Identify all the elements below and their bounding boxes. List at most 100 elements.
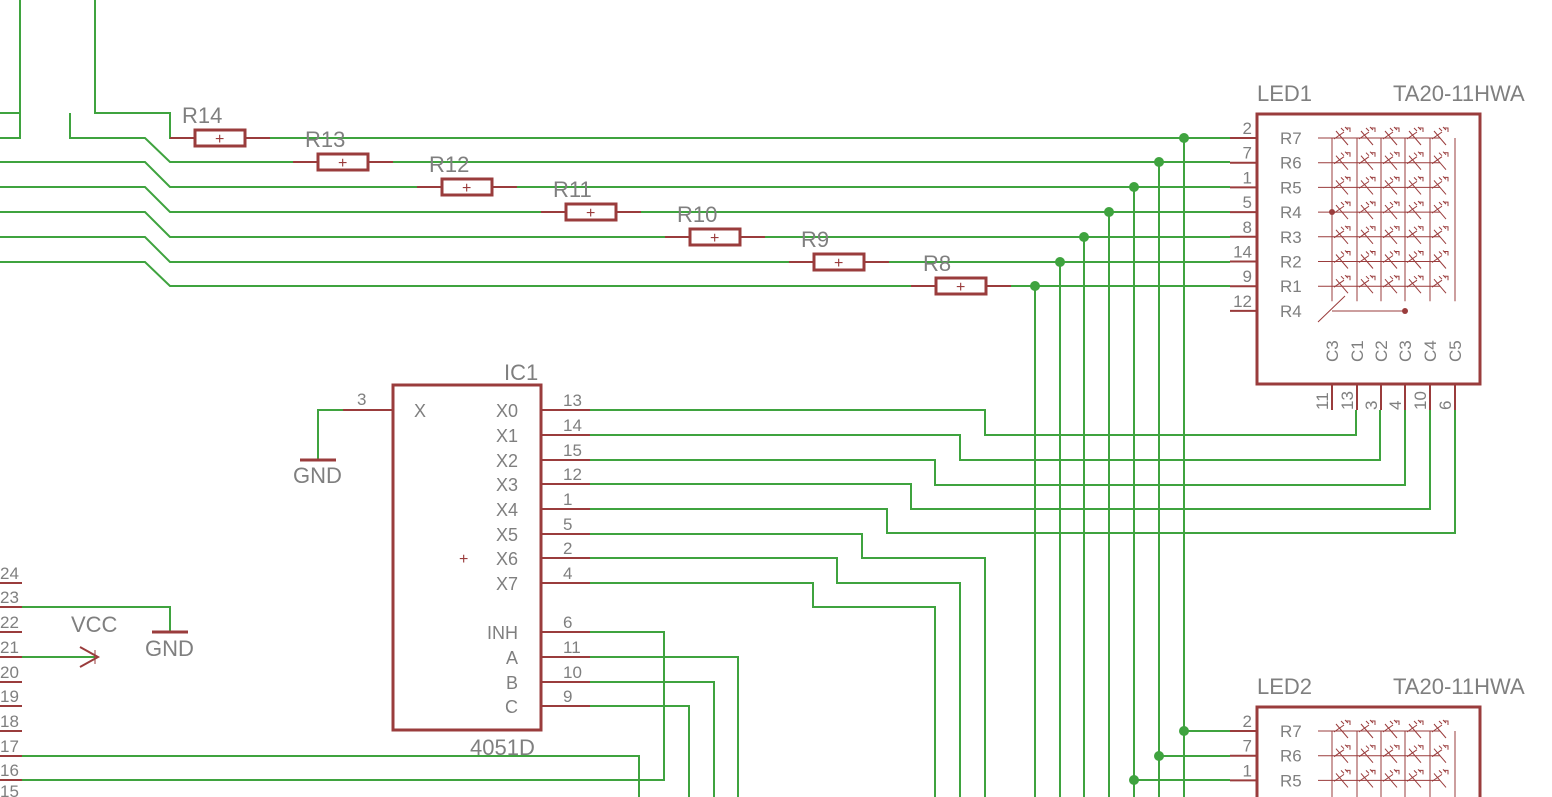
led1-col-4[interactable]: C34 <box>1386 340 1415 410</box>
ic1-pin-b[interactable]: B10 <box>506 663 590 693</box>
led2-row-pin-2[interactable]: 7R6 <box>1230 737 1302 766</box>
resistor-r9[interactable]: + R9 <box>789 227 889 272</box>
led1-matrix[interactable]: LED1 TA20-11HWA 2R77R61R55R48R314R29R112… <box>1230 81 1525 410</box>
connector-pin-24: 24 <box>0 564 22 584</box>
ic1-pin-number: 11 <box>563 638 581 657</box>
connector-pin-18: 18 <box>0 712 22 732</box>
connector-pin-22: 22 <box>0 613 22 633</box>
ic1-pin-label: X6 <box>496 549 518 569</box>
connector-pin-17: 17 <box>0 737 22 757</box>
resistor-origin-cross: + <box>338 155 347 172</box>
led1-col-6[interactable]: C56 <box>1436 340 1465 410</box>
resistors: +R14 + R13 + R12 +R11 + R10 + R9 +R8 <box>170 103 1011 296</box>
resistor-origin-cross: + <box>462 180 471 197</box>
led2-row-pin-3[interactable]: 1R5 <box>1230 761 1302 790</box>
led-row-label: R2 <box>1280 253 1302 272</box>
led-row-label: R5 <box>1280 771 1302 790</box>
led1-row-pin-2[interactable]: 7R6 <box>1230 144 1302 173</box>
wire-r10-in <box>0 211 690 238</box>
led2-value: TA20-11HWA <box>1393 674 1525 699</box>
led-row-label: R7 <box>1280 129 1302 148</box>
resistor-name: R13 <box>305 127 345 152</box>
led1-row-pin-3[interactable]: 1R5 <box>1230 168 1302 197</box>
ic1-pin-label: X3 <box>496 475 518 495</box>
ic1-pin-c[interactable]: C9 <box>505 687 590 717</box>
connector-pin-number: 21 <box>0 638 19 657</box>
ic1-pin-number: 9 <box>563 687 572 706</box>
connector-pin-number: 18 <box>0 712 19 731</box>
resistor-r14[interactable]: +R14 <box>170 103 270 148</box>
resistor-name: R8 <box>923 251 951 276</box>
led1-row-pin-5[interactable]: 8R3 <box>1230 218 1302 247</box>
led-pin-number: 1 <box>1243 761 1252 780</box>
resistor-r8[interactable]: +R8 <box>911 251 1011 296</box>
led-row-label: R6 <box>1280 154 1302 173</box>
led-pin-number: 2 <box>1243 712 1252 731</box>
resistor-name: R10 <box>677 202 717 227</box>
led1-col-3[interactable]: C23 <box>1362 340 1391 410</box>
led1-row-pin-7[interactable]: 9R1 <box>1230 267 1302 296</box>
resistor-origin-cross: + <box>834 255 843 272</box>
wire-x7 <box>590 582 936 797</box>
ic1-pin-number: 1 <box>563 490 572 509</box>
connector-pin-19: 19 <box>0 687 22 707</box>
ic1-pin-x6[interactable]: X6 2 <box>496 539 590 569</box>
led-pin-number: 9 <box>1243 267 1252 286</box>
led-row-label: R3 <box>1280 228 1302 247</box>
led-col-label: C4 <box>1421 340 1440 362</box>
led1-row-pin-4[interactable]: 5R4 <box>1230 193 1302 222</box>
ic1-pin-number: 2 <box>563 539 572 558</box>
wires <box>0 0 1456 797</box>
resistor-origin-cross: + <box>710 230 719 247</box>
resistor-r12[interactable]: + R12 <box>417 152 517 197</box>
led-col-label: C5 <box>1446 340 1465 362</box>
wire-r11-in <box>0 186 566 213</box>
led-pin-number: 7 <box>1243 737 1252 756</box>
led-row-label: R4 <box>1280 302 1302 321</box>
resistor-name: R12 <box>429 152 469 177</box>
resistor-r13[interactable]: + R13 <box>293 127 393 172</box>
resistor-r11[interactable]: +R11 <box>541 177 641 222</box>
resistor-name: R9 <box>801 227 829 252</box>
ic1-pin-x5[interactable]: X55 <box>496 515 590 545</box>
led1-row-pin-1[interactable]: 2R7 <box>1230 119 1302 148</box>
led-col-label: C3 <box>1323 340 1342 362</box>
ic1-pin-label: A <box>506 648 518 668</box>
resistor-r10[interactable]: + R10 <box>665 202 765 247</box>
led-row-label: R1 <box>1280 277 1302 296</box>
wire-23-gnd <box>0 606 171 632</box>
ic1-pin-x4[interactable]: X41 <box>496 490 590 520</box>
connector-pin-21: 21 <box>0 638 22 658</box>
resistor-name: R11 <box>553 177 592 202</box>
ic1-pin-label: X1 <box>496 426 518 446</box>
led-col-label: C1 <box>1348 340 1367 362</box>
led2-row-pin-1[interactable]: 2R7 <box>1230 712 1302 741</box>
ic1-pin-x7[interactable]: X74 <box>496 564 590 594</box>
wire-r9-in <box>0 236 814 263</box>
ic1-pin-number: 13 <box>563 391 582 410</box>
connector-pin-number: 24 <box>0 564 19 583</box>
ic1-4051d[interactable]: IC1 4051D X 3 + X013X114X215X312X41X55X6… <box>343 360 590 760</box>
wire-x1 <box>590 410 1381 461</box>
connector-pin-number: 22 <box>0 613 19 632</box>
gnd-label-1: GND <box>293 463 342 488</box>
ic1-pin-a[interactable]: A 11 <box>506 638 590 668</box>
connector-pin-number: 17 <box>0 737 19 756</box>
ic1-origin-cross: + <box>459 551 468 568</box>
ic1-pin-label: X7 <box>496 574 518 594</box>
vcc-label: VCC <box>71 612 118 637</box>
led-pin-number: 1 <box>1243 168 1252 187</box>
wire-x2 <box>590 410 1406 486</box>
